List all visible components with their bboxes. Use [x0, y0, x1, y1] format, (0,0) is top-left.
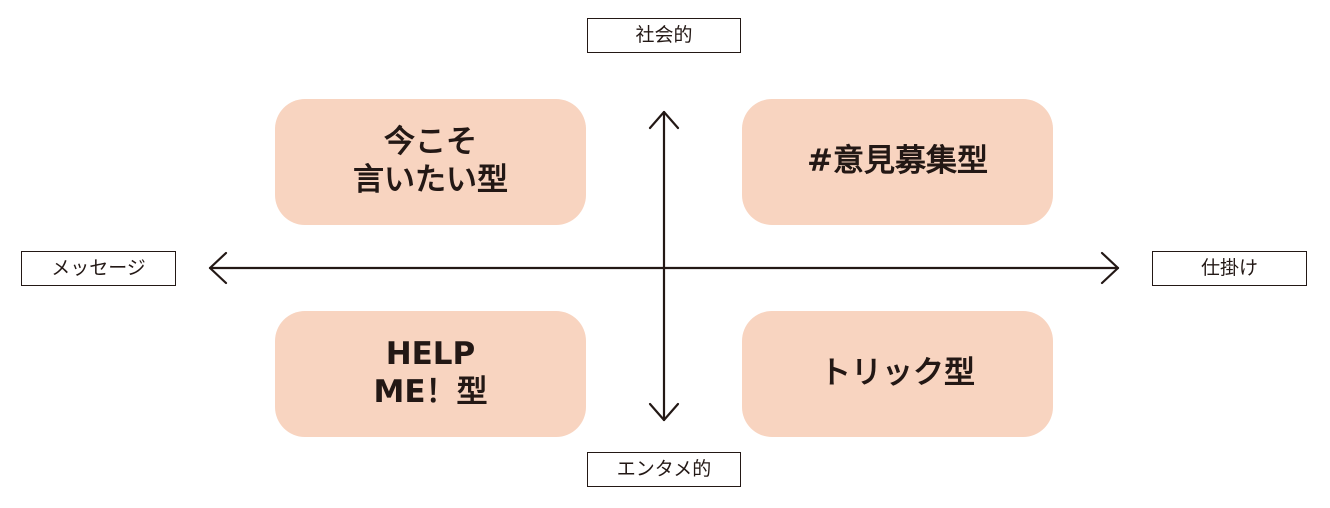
axis-label-top: 社会的	[587, 18, 741, 53]
right-arrowhead	[1100, 251, 1120, 285]
quadrant-top-left-line1: 今こそ	[384, 124, 477, 161]
quadrant-top-left-line2: 言いたい型	[353, 162, 508, 198]
axis-label-left: メッセージ	[21, 251, 176, 286]
left-arrowhead	[208, 251, 228, 285]
quadrant-top-left: 今こそ 言いたい型	[275, 99, 586, 225]
quadrant-bottom-right: トリック型	[742, 311, 1053, 437]
quadrant-bottom-left-line2: ME！型	[373, 374, 488, 410]
axis-label-bottom-text: エンタメ的	[616, 458, 712, 480]
quadrant-top-right-line1: #意見募集型	[807, 143, 988, 180]
axis-label-right-text: 仕掛け	[1200, 257, 1258, 279]
axis-label-left-text: メッセージ	[51, 257, 146, 279]
axis-label-right: 仕掛け	[1152, 251, 1307, 286]
quadrant-bottom-right-line1: トリック型	[820, 355, 975, 392]
quadrant-bottom-left-line1: HELP	[385, 336, 476, 373]
quadrant-bottom-left: HELP ME！型	[275, 311, 586, 437]
axis-label-top-text: 社会的	[635, 24, 693, 46]
axis-label-bottom: エンタメ的	[587, 452, 741, 487]
quadrant-top-right: #意見募集型	[742, 99, 1053, 225]
down-arrowhead	[648, 402, 680, 422]
up-arrowhead	[648, 110, 680, 130]
